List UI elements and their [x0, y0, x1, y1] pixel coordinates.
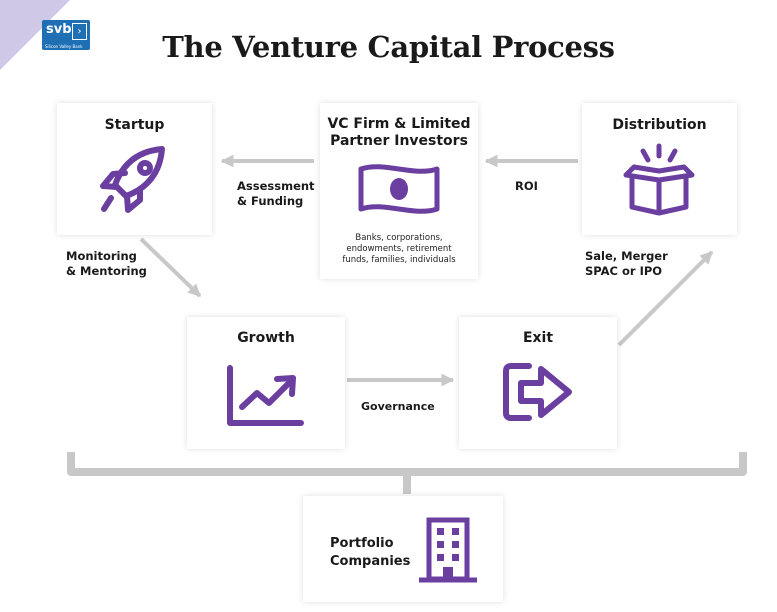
logo-bank-name: Silicon Valley Bank — [45, 44, 83, 49]
arrow-exit-to-distribution — [617, 250, 714, 347]
label-sale-1: Sale, Merger — [585, 249, 668, 263]
money-bill-icon — [358, 164, 440, 214]
growth-card: Growth — [187, 317, 345, 449]
growth-title: Growth — [237, 330, 295, 346]
vc-firm-title-line2: Partner Investors — [330, 133, 468, 149]
vc-firm-desc-3: funds, families, individuals — [342, 255, 456, 265]
vc-firm-card: VC Firm & Limited Partner Investors Bank… — [320, 103, 478, 279]
startup-card: Startup — [57, 103, 212, 235]
label-monitoring-1: Monitoring — [66, 249, 137, 263]
exit-arrow-icon — [503, 363, 572, 421]
vc-firm-desc-1: Banks, corporations, — [355, 233, 443, 243]
portfolio-title-line2: Companies — [330, 554, 411, 569]
distribution-card: Distribution — [582, 103, 737, 235]
building-icon — [419, 517, 477, 583]
label-roi: ROI — [515, 179, 538, 193]
portfolio-bracket — [67, 452, 747, 476]
exit-card: Exit — [459, 317, 617, 449]
vc-firm-desc-2: endowments, retirement — [346, 244, 452, 254]
label-monitoring-2: & Mentoring — [66, 264, 147, 278]
logo-chevron: › — [72, 23, 87, 40]
portfolio-card: Portfolio Companies — [303, 496, 503, 602]
svb-logo: svb › Silicon Valley Bank — [42, 20, 90, 50]
rocket-icon — [100, 146, 165, 213]
vc-firm-title-line1: VC Firm & Limited — [327, 116, 471, 132]
chart-up-icon — [227, 365, 304, 426]
label-assessment-1: Assessment — [237, 179, 315, 193]
exit-title: Exit — [522, 330, 554, 346]
portfolio-title-line1: Portfolio — [330, 536, 394, 551]
label-sale-2: SPAC or IPO — [585, 264, 663, 278]
label-governance: Governance — [361, 400, 435, 413]
open-box-icon — [623, 143, 695, 216]
label-assessment-2: & Funding — [237, 194, 304, 208]
arrow-startup-to-growth — [139, 237, 202, 298]
logo-mark: svb — [46, 22, 72, 37]
page-title: The Venture Capital Process — [162, 30, 615, 64]
distribution-title: Distribution — [612, 117, 707, 133]
startup-title: Startup — [104, 117, 165, 133]
